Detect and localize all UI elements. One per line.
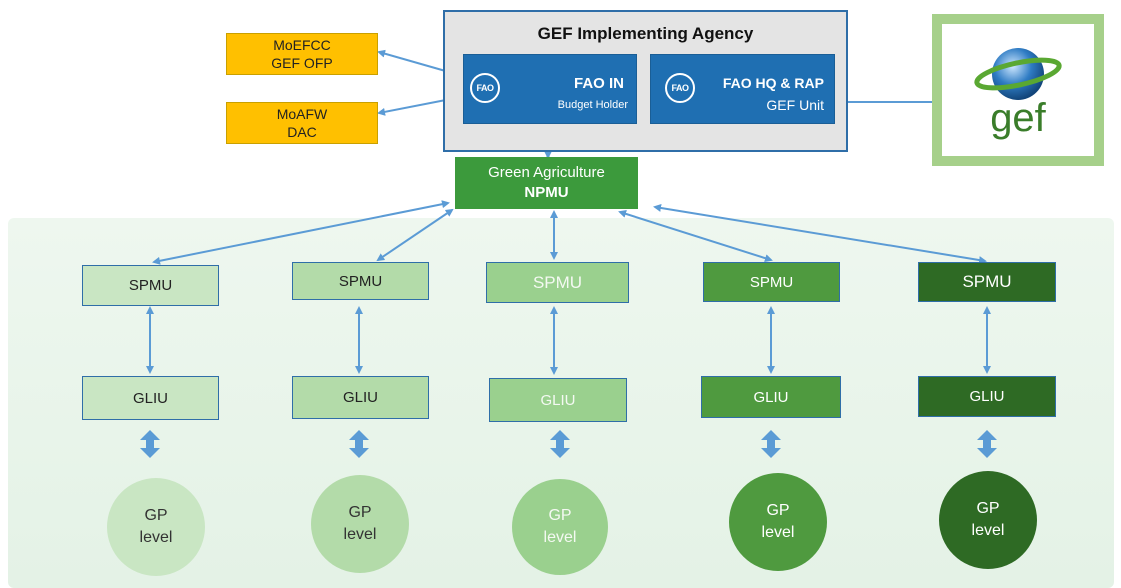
- gliu-box-4: GLIU: [701, 376, 841, 418]
- ministry-line2: GEF OFP: [271, 55, 333, 71]
- gliu-box-2: GLIU: [292, 376, 429, 419]
- gp-level-circle-2: GP level: [311, 475, 409, 573]
- ministry-line1: MoAFW: [276, 106, 328, 122]
- gp-label: GP: [976, 500, 1000, 517]
- gp-label: GP: [548, 507, 572, 524]
- fao-in-box: FAO FAO IN Budget Holder: [463, 54, 637, 124]
- spmu-box-3: SPMU: [486, 262, 629, 303]
- thick-arrow-gliu-gp-2: [349, 430, 369, 458]
- gp-level-label: level: [761, 524, 795, 541]
- thick-arrow-gliu-gp-3: [550, 430, 570, 458]
- arrow-npmu-spmu-2: [376, 208, 454, 262]
- gef-logo-text: gef: [990, 96, 1046, 140]
- fao-hq-subtitle: GEF Unit: [766, 97, 824, 113]
- gef-implementing-agency-box: GEF Implementing Agency FAO FAO IN Budge…: [443, 10, 848, 152]
- gp-level-circle-1: GP level: [107, 478, 205, 576]
- fao-logo-icon: FAO: [470, 73, 500, 103]
- fao-logo-icon: FAO: [665, 73, 695, 103]
- gef-logo: gef: [942, 24, 1094, 156]
- npmu-box: Green Agriculture NPMU: [455, 157, 638, 209]
- npmu-line1: Green Agriculture: [488, 164, 605, 181]
- gliu-box-5: GLIU: [918, 376, 1056, 417]
- spmu-box-1: SPMU: [82, 265, 219, 306]
- thick-arrow-gliu-gp-4: [761, 430, 781, 458]
- gp-level-circle-4: GP level: [729, 473, 827, 571]
- gp-level-circle-5: GP level: [939, 471, 1037, 569]
- gliu-box-3: GLIU: [489, 378, 627, 422]
- fao-logo-text: FAO: [476, 83, 494, 93]
- arrow-npmu-spmu-4: [618, 210, 773, 262]
- fao-hq-title: FAO HQ & RAP: [722, 75, 824, 91]
- gp-level-label: level: [343, 526, 377, 543]
- spmu-box-5: SPMU: [918, 262, 1056, 302]
- fao-hq-box: FAO FAO HQ & RAP GEF Unit: [650, 54, 835, 124]
- arrow-npmu-spmu-5: [653, 204, 987, 264]
- arrow-npmu-spmu-1: [152, 200, 450, 265]
- ministry-line2: DAC: [287, 124, 317, 140]
- thick-arrow-gliu-gp-1: [140, 430, 160, 458]
- gp-level-label: level: [543, 529, 577, 546]
- fao-in-subtitle: Budget Holder: [557, 99, 628, 111]
- thick-arrow-gliu-gp-5: [977, 430, 997, 458]
- npmu-line2: NPMU: [524, 184, 569, 201]
- fao-in-title: FAO IN: [573, 75, 624, 92]
- fao-logo-text: FAO: [671, 83, 689, 93]
- gp-label: GP: [144, 507, 168, 524]
- ministry-box-moafw: MoAFW DAC: [226, 102, 378, 144]
- gef-logo-frame: gef: [932, 14, 1104, 166]
- gp-level-label: level: [971, 522, 1005, 539]
- agency-title: GEF Implementing Agency: [537, 24, 754, 43]
- globe-icon: [974, 48, 1062, 100]
- spmu-box-2: SPMU: [292, 262, 429, 300]
- gp-label: GP: [348, 504, 372, 521]
- spmu-box-4: SPMU: [703, 262, 840, 302]
- gp-level-circle-3: GP level: [512, 479, 608, 575]
- gp-level-label: level: [139, 529, 173, 546]
- ministry-line1: MoEFCC: [273, 37, 331, 53]
- ministry-box-moefcc: MoEFCC GEF OFP: [226, 33, 378, 75]
- gliu-box-1: GLIU: [82, 376, 219, 420]
- gp-label: GP: [766, 502, 790, 519]
